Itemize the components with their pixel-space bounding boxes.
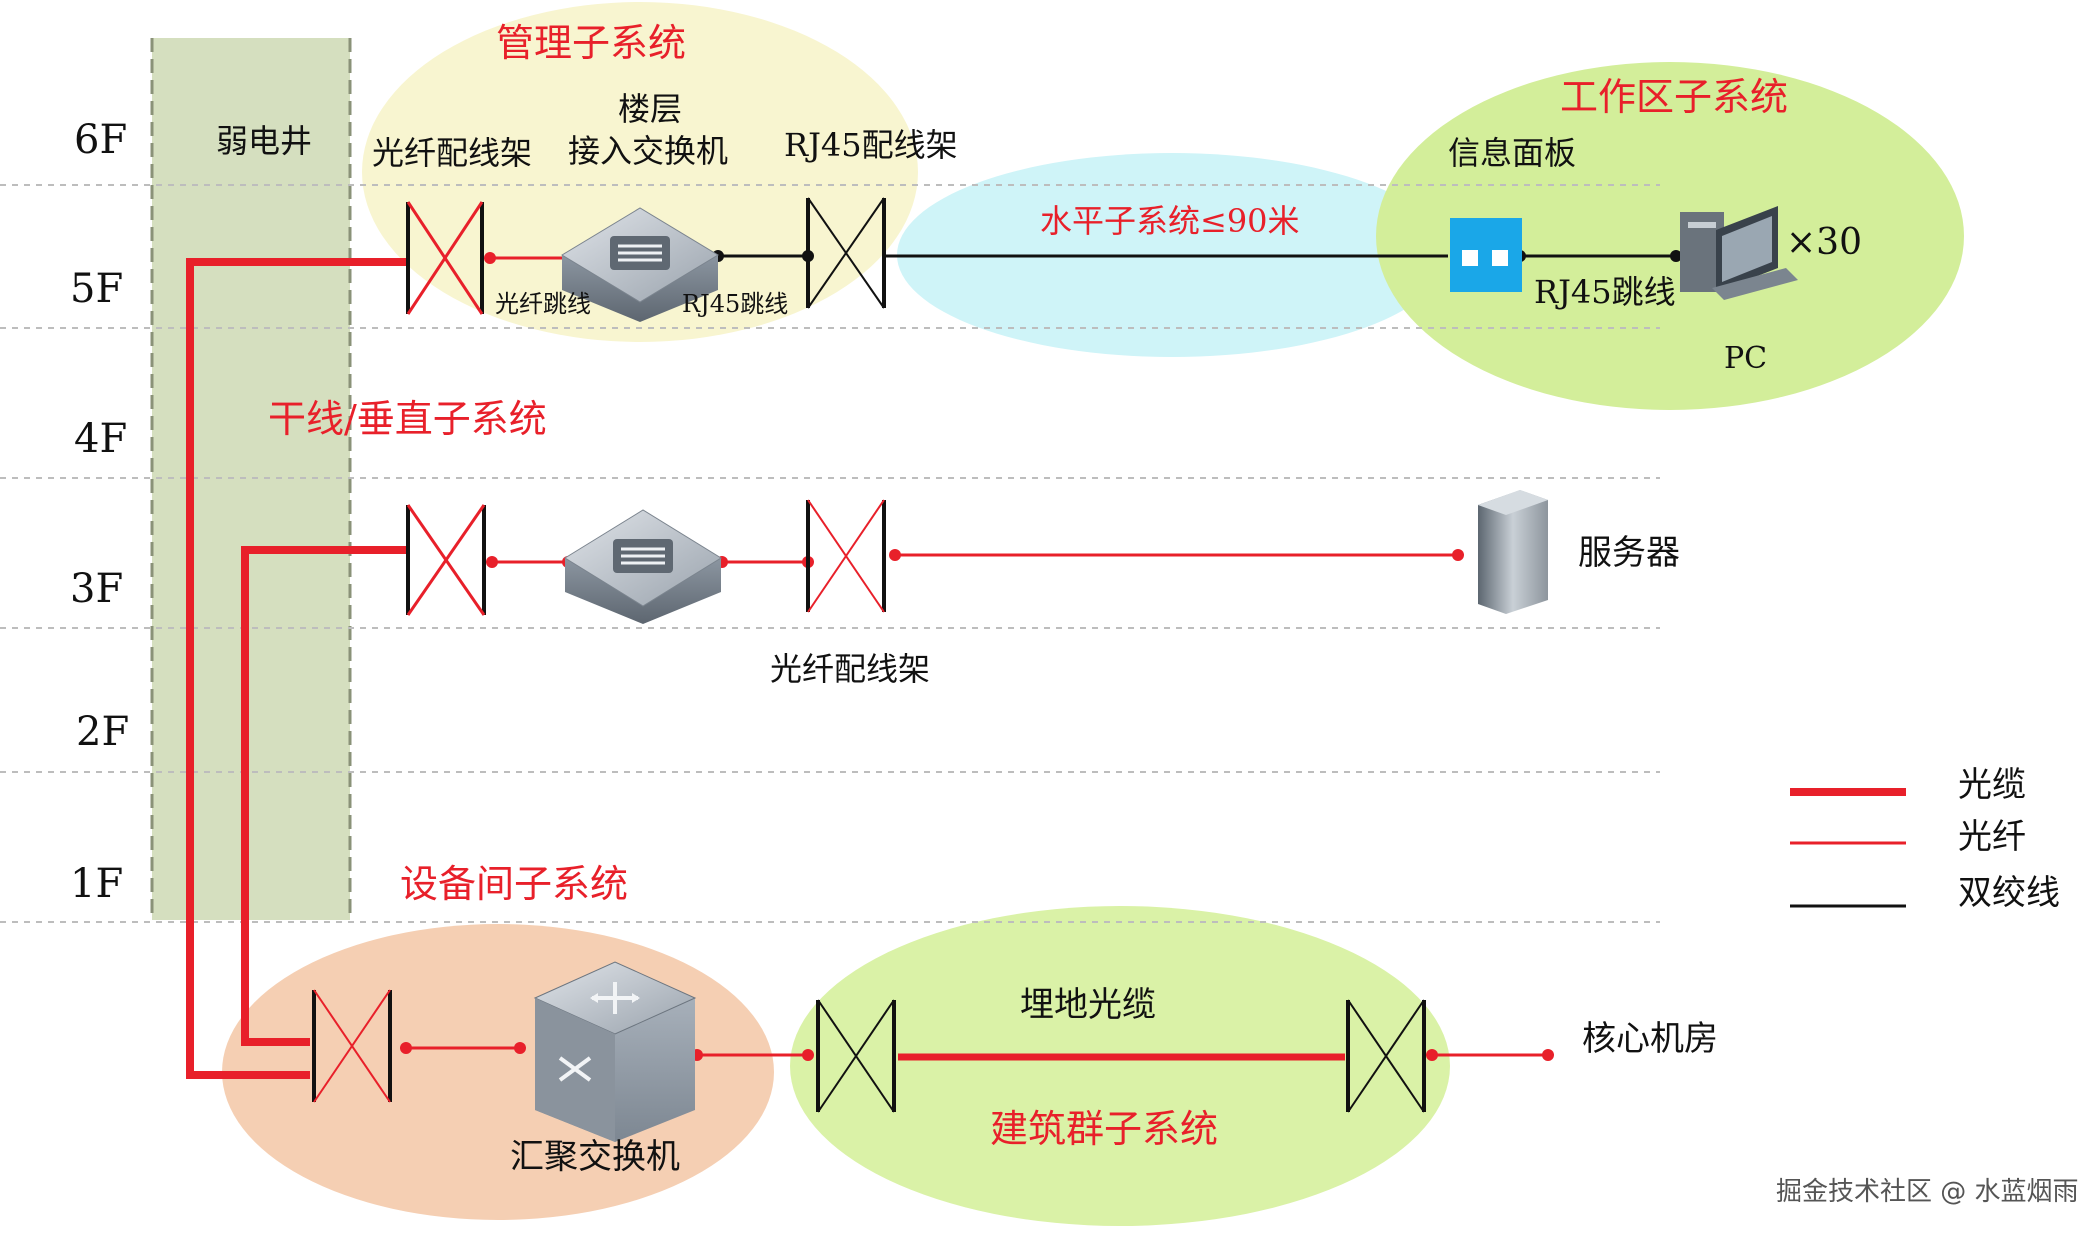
horizontal-subsystem-title: 水平子系统≤90米 <box>1040 202 1300 240</box>
floor-label-3f: 3F <box>70 566 123 612</box>
fiber-dot <box>400 1042 412 1054</box>
fiber-dot <box>486 556 498 568</box>
fiber-patch-panel-label-3f: 光纤配线架 <box>770 650 930 688</box>
fiber-patch-panel-3f-left-symbol <box>406 504 486 616</box>
fiber-links <box>406 256 1548 1057</box>
floor-switch-label-line2: 接入交换机 <box>568 132 728 170</box>
rj45-jumper-switch-label: RJ45跳线 <box>682 290 788 318</box>
floor-label-6f: 6F <box>74 117 127 163</box>
fiber-jumper-label: 光纤跳线 <box>495 290 591 318</box>
access-switch-5f-icon <box>561 207 719 322</box>
fiber-patch-panel-5f-symbol <box>406 201 484 315</box>
fiber-dot <box>889 549 901 561</box>
aggregation-switch-label: 汇聚交换机 <box>510 1137 680 1177</box>
info-panel-label: 信息面板 <box>1448 134 1576 172</box>
legend-label-cable: 光缆 <box>1958 765 2026 805</box>
watermark: 掘金技术社区 @ 水蓝烟雨 <box>1776 1177 2079 1207</box>
backbone-cable-3f <box>241 546 408 1046</box>
fiber-dot <box>1452 549 1464 561</box>
building-group-zone <box>790 906 1450 1226</box>
work-area-subsystem-title: 工作区子系统 <box>1560 75 1788 119</box>
fiber-dot <box>1542 1049 1554 1061</box>
pc-count-label: ×30 <box>1786 222 1862 263</box>
floor-label-2f: 2F <box>76 709 129 755</box>
buried-cable-label: 埋地光缆 <box>1020 985 1156 1025</box>
legend: 光缆 光纤 双绞线 <box>1790 765 2060 913</box>
floor-label-1f: 1F <box>70 861 123 907</box>
server-icon <box>1478 490 1548 614</box>
access-switch-3f-icon <box>564 509 722 624</box>
work-area-zone <box>1376 62 1964 410</box>
floor-label-4f: 4F <box>74 416 127 462</box>
core-room-label: 核心机房 <box>1582 1019 1718 1059</box>
backbone-subsystem-title: 干线/垂直子系统 <box>268 397 547 441</box>
server-label: 服务器 <box>1578 533 1680 573</box>
info-panel-icon <box>1450 218 1522 292</box>
fiber-patch-panel-3f-right-symbol <box>806 499 886 613</box>
building-patch-panel-left-symbol <box>816 999 896 1113</box>
rj45-jumper-pc-label: RJ45跳线 <box>1534 273 1676 311</box>
twisted-pair-dot <box>1670 250 1682 262</box>
rj45-patch-panel-5f-symbol <box>806 197 886 309</box>
fiber-patch-panel-label-5f: 光纤配线架 <box>372 134 532 172</box>
pc-icon <box>1680 206 1798 300</box>
fiber-dot <box>1426 1049 1438 1061</box>
pc-label: PC <box>1724 341 1767 376</box>
management-subsystem-title: 管理子系统 <box>496 21 686 65</box>
floor-switch-label-line1: 楼层 <box>618 90 682 128</box>
equipment-patch-panel-symbol <box>312 989 392 1103</box>
floor-label-5f: 5F <box>70 266 123 312</box>
fiber-dot <box>802 1049 814 1061</box>
floor-separators <box>0 184 1660 923</box>
aggregation-switch-icon <box>533 961 697 1142</box>
backbone-cable-5f <box>186 258 408 1079</box>
legend-label-twisted: 双绞线 <box>1958 873 2060 913</box>
fiber-dot <box>484 252 496 264</box>
building-patch-panel-right-symbol <box>1346 999 1426 1113</box>
fiber-dot <box>514 1042 526 1054</box>
building-group-subsystem-title: 建筑群子系统 <box>990 1107 1218 1151</box>
equipment-room-subsystem-title: 设备间子系统 <box>400 862 628 906</box>
legend-label-fiber: 光纤 <box>1958 817 2026 857</box>
rj45-patch-panel-label: RJ45配线架 <box>784 126 958 164</box>
shaft-label: 弱电井 <box>216 122 312 160</box>
